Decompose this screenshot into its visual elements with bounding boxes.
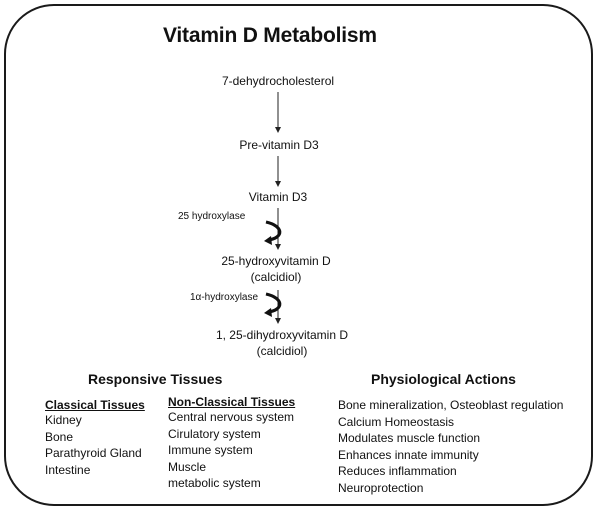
list-item: Immune system [168,443,253,457]
step-pre-vitamin-d3: Pre-vitamin D3 [239,137,318,153]
classical-tissues-list: Kidney Bone Parathyroid Gland Intestine [45,412,145,478]
curved-arrow-1-alpha-hydroxylase [265,292,282,314]
list-item: Kidney [45,413,82,427]
list-item: metabolic system [168,476,261,490]
list-item: Modulates muscle function [338,431,481,445]
list-item: Cirulatory system [168,426,261,441]
list-item: Calcium Homeostasis [338,414,455,429]
diagram-title: Vitamin D Metabolism [163,24,377,47]
step-sublabel: (calcidiol) [250,270,302,284]
list-item: Intestine [45,462,91,477]
step-label: Pre-vitamin D3 [239,138,319,152]
enzyme-25-hydroxylase: 25 hydroxylase [178,211,246,222]
physiological-actions-list: Bone mineralization, Osteoblast regulati… [338,397,563,496]
step-vitamin-d3: Vitamin D3 [249,189,307,205]
list-item: Enhances innate immunity [338,447,479,462]
step-label: 1, 25-dihydroxyvitamin D [215,328,349,342]
responsive-tissues-heading: Responsive Tissues [88,371,223,387]
curved-arrow-25-hydroxylase [265,220,282,242]
step-sublabel: (calcidiol) [256,344,308,358]
step-7-dehydrocholesterol: 7-dehydrocholesterol [222,73,334,89]
step-label: 7-dehydrocholesterol [221,74,335,88]
enzyme-1-alpha-hydroxylase: 1α-hydroxylase [190,292,259,303]
list-item: Neuroprotection [338,480,424,495]
physiological-actions-heading: Physiological Actions [371,371,516,387]
list-item: Bone mineralization, Osteoblast regulati… [338,398,564,412]
step-label: 25-hydroxyvitamin D [221,254,331,268]
classical-tissues-heading: Classical Tissues [45,398,145,412]
diagram-frame [4,4,593,506]
step-1-25-dihydroxyvitamin-d: 1, 25-dihydroxyvitamin D (calcidiol) [216,327,348,359]
step-label: Vitamin D3 [248,190,308,204]
list-item: Reduces inflammation [338,464,457,478]
list-item: Bone [45,429,74,444]
list-item: Parathyroid Gland [45,446,142,460]
non-classical-tissues-section: Non-Classical Tissues Central nervous sy… [168,395,295,492]
step-25-hydroxyvitamin-d: 25-hydroxyvitamin D (calcidiol) [221,253,330,285]
list-item: Central nervous system [168,410,295,424]
list-item: Muscle [168,459,207,474]
classical-tissues-section: Classical Tissues Kidney Bone Parathyroi… [45,398,145,478]
non-classical-tissues-heading: Non-Classical Tissues [168,395,296,409]
non-classical-tissues-list: Central nervous system Cirulatory system… [168,409,295,492]
